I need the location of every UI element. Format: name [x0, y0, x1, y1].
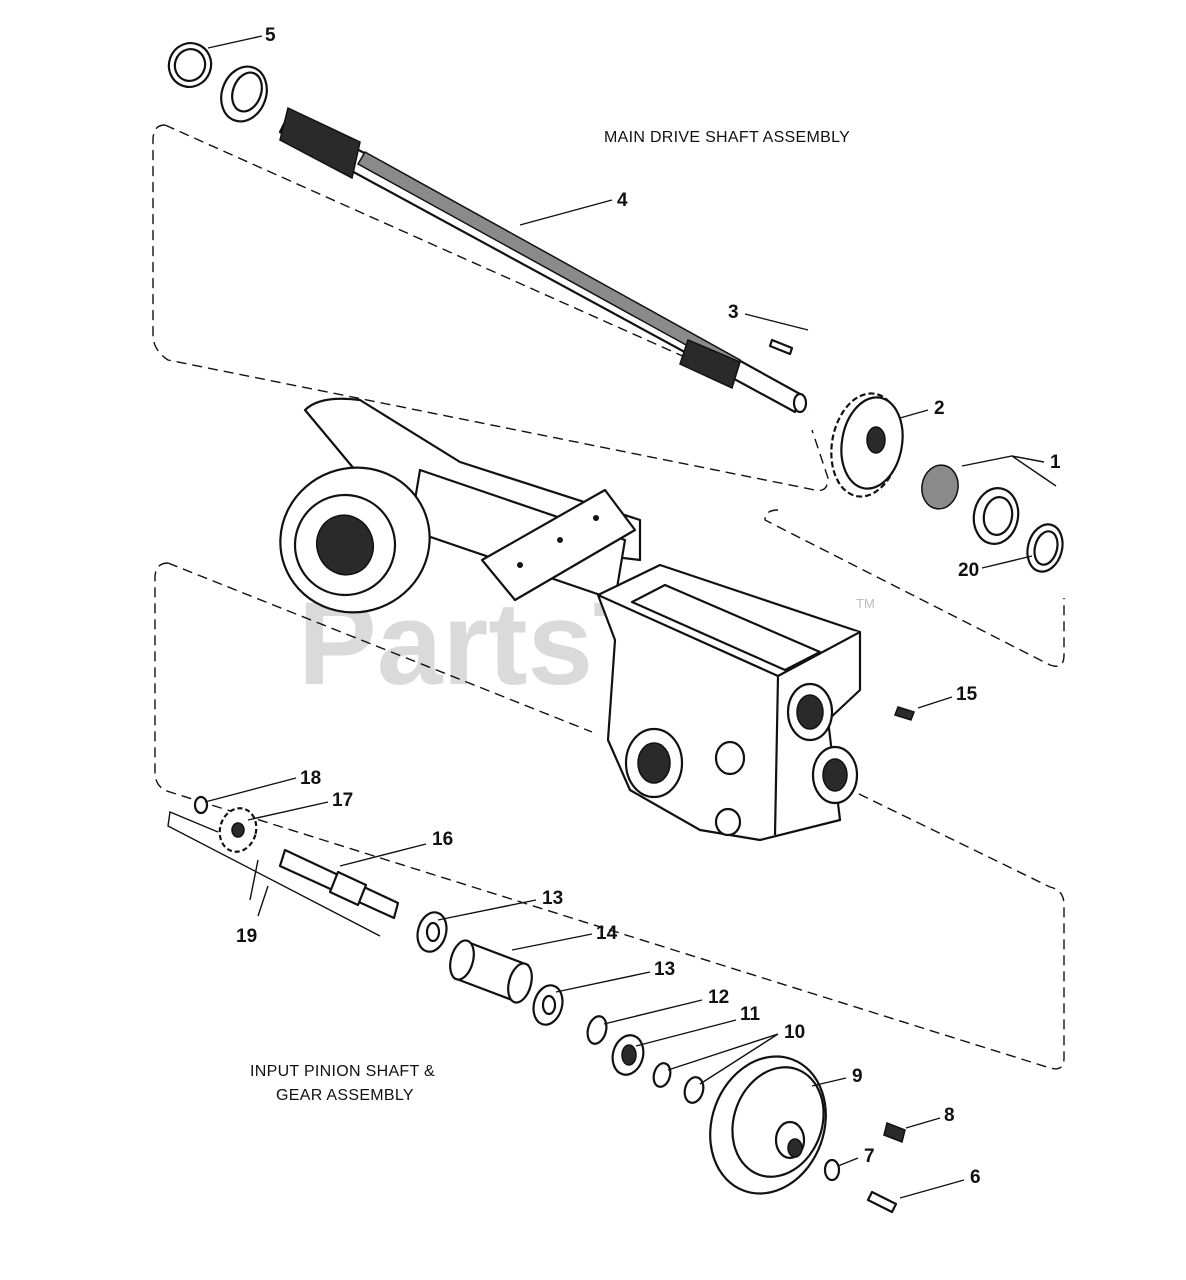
callout-1: 1: [1050, 452, 1061, 473]
housing-bracket: [764, 509, 1065, 667]
callout-19: 19: [236, 926, 257, 947]
bearing-cup: [220, 65, 268, 123]
watermark-tm: TM: [856, 596, 875, 611]
input-pinion-title-line1: INPUT PINION SHAFT &: [250, 1063, 435, 1080]
part-2-gear: [830, 392, 904, 498]
part-3-key: [768, 338, 794, 356]
part-14-bushing: [449, 939, 533, 1004]
part-17-pinion-gear: [218, 807, 258, 853]
part-12-snap-ring: [586, 1015, 608, 1045]
part-5-retaining-ring: [167, 42, 213, 88]
mounting-bracket: [480, 488, 637, 602]
input-pinion-bracket: [154, 562, 1065, 1070]
callout-12: 12: [708, 987, 729, 1008]
part-16-input-shaft: [278, 848, 400, 920]
callout-5: 5: [265, 25, 276, 46]
part-7-washer: [823, 1158, 841, 1182]
callout-16: 16: [432, 829, 453, 850]
part-20-snap-ring: [1026, 523, 1064, 573]
part-13-washer-b: [532, 984, 564, 1026]
callout-17: 17: [332, 790, 353, 811]
callout-10: 10: [784, 1022, 805, 1043]
callout-8: 8: [944, 1105, 955, 1126]
callout-13-lower: 13: [654, 959, 675, 980]
part-6-bolt: [866, 1190, 898, 1214]
main-drive-bracket: [152, 124, 829, 492]
callout-14: 14: [596, 923, 618, 944]
part-11-bearing: [611, 1034, 645, 1076]
part-8-key: [883, 1121, 906, 1144]
leader-lines: [167, 35, 1057, 1199]
callout-9: 9: [852, 1066, 863, 1087]
input-pinion-title-line2: GEAR ASSEMBLY: [276, 1087, 414, 1104]
part-1-bearing: [921, 464, 1020, 545]
callout-11: 11: [740, 1004, 761, 1025]
callout-6: 6: [970, 1167, 981, 1188]
part-15-set-screw: [894, 706, 915, 721]
main-drive-shaft-title: MAIN DRIVE SHAFT ASSEMBLY: [604, 129, 850, 146]
part-9-pulley: [709, 1055, 827, 1195]
callout-15: 15: [956, 684, 978, 705]
callout-3: 3: [728, 302, 739, 323]
part-4-main-drive-shaft: [278, 106, 808, 414]
callout-2: 2: [934, 398, 945, 419]
callout-13-upper: 13: [542, 888, 563, 909]
callout-20: 20: [958, 560, 979, 581]
part-10-washers: [652, 1062, 705, 1104]
part-13-washer-a: [416, 911, 448, 953]
callouts: 5 4 3 2 1 20 15 18 17 16 19 13 14 13 12 …: [236, 25, 1061, 1188]
transmission-case: [596, 563, 862, 842]
callout-4: 4: [617, 190, 628, 211]
callout-18: 18: [300, 768, 321, 789]
callout-7: 7: [864, 1146, 875, 1167]
part-18-retaining-ring: [193, 795, 209, 815]
